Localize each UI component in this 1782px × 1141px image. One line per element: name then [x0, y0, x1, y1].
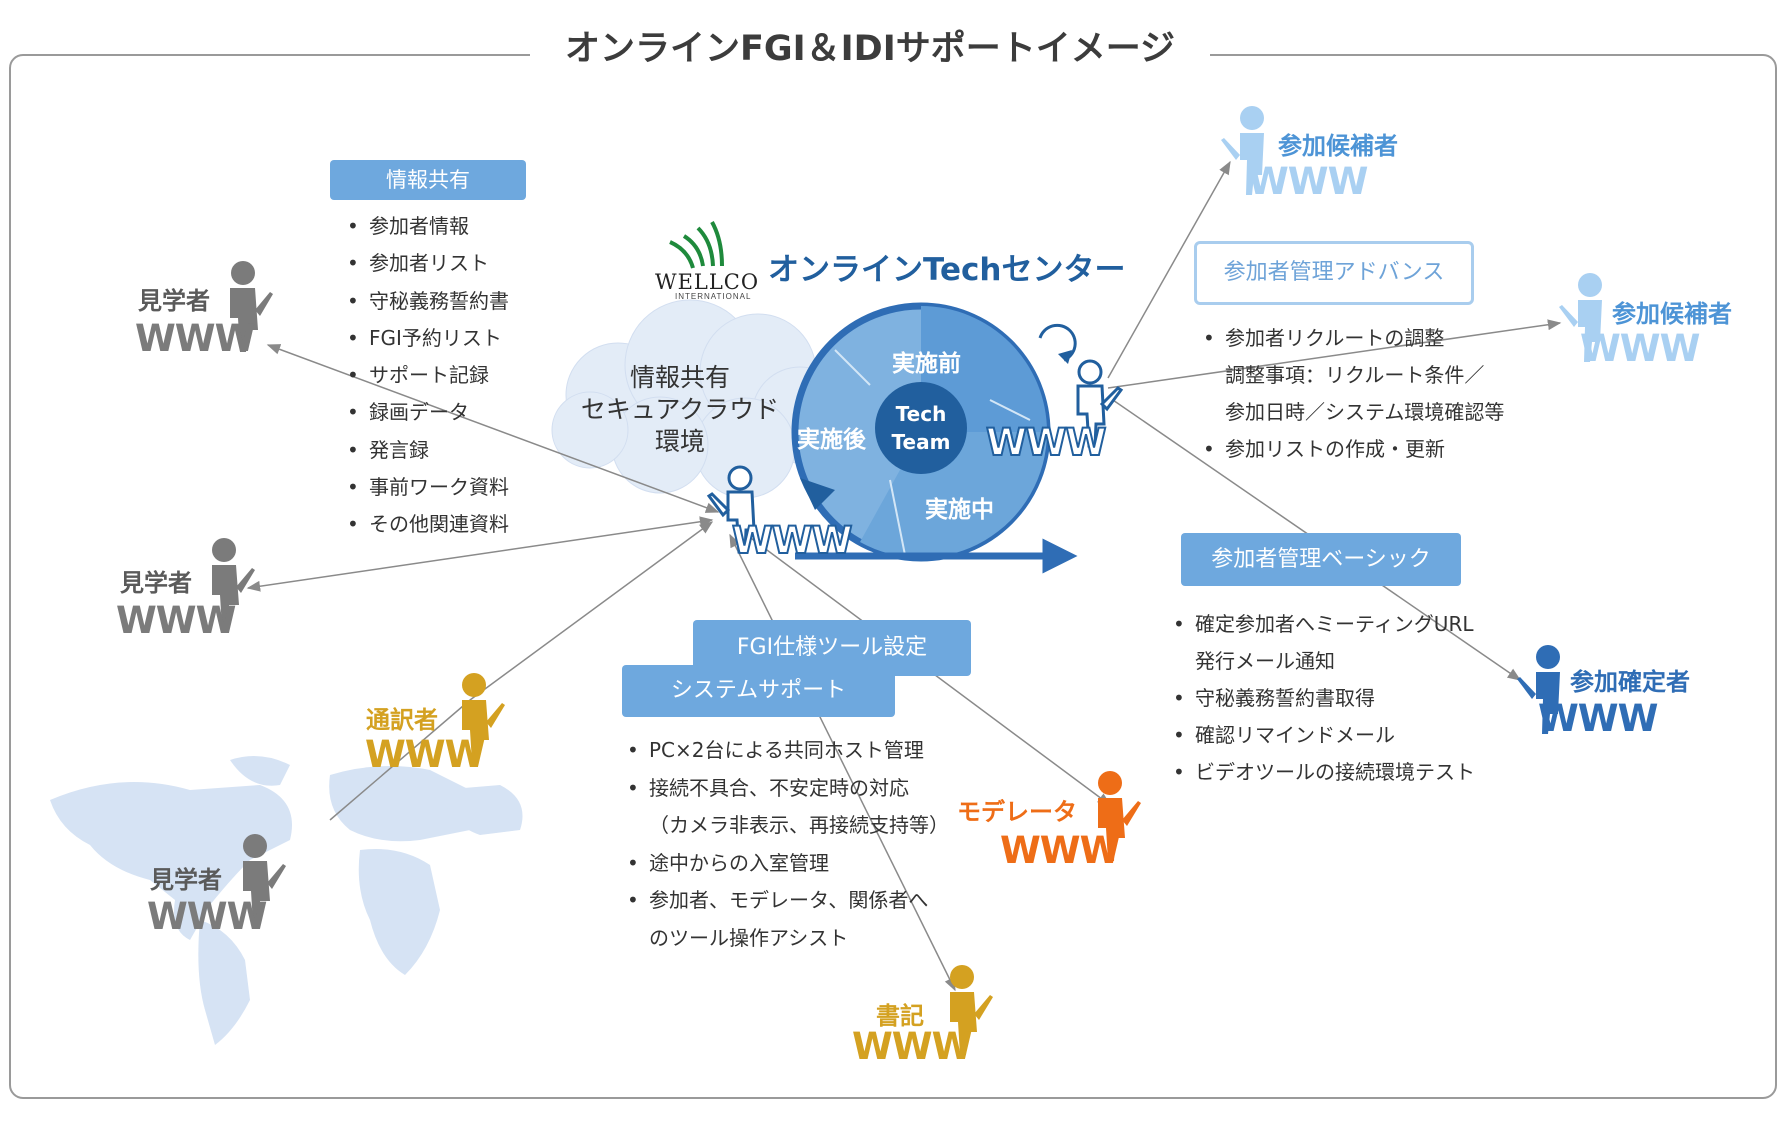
confirmed-person-icon [1517, 645, 1560, 734]
candidate1-www: WWW [1248, 160, 1368, 203]
confirmed-www: WWW [1538, 697, 1658, 740]
list-item: 途中からの入室管理 [627, 845, 949, 883]
candidate2-www: WWW [1580, 327, 1700, 370]
list-item: PC×2台による共同ホスト管理 [627, 732, 949, 770]
observer1-label: 見学者 [138, 287, 210, 315]
scribe-person-icon [950, 965, 993, 1055]
observer3-person-icon [243, 834, 286, 924]
observer2-person-icon [212, 538, 255, 628]
tech-left-www: WWW [731, 519, 853, 562]
basic-tag: 参加者管理ベーシック [1181, 533, 1461, 586]
tech-right-www: WWW [985, 421, 1107, 464]
wellco-logo-subtext: INTERNATIONAL [675, 292, 752, 301]
list-item: 確認リマインドメール [1173, 717, 1475, 754]
list-item: ビデオツールの接続環境テスト [1173, 754, 1475, 791]
scribe-www: WWW [852, 1025, 972, 1068]
observer2-www: WWW [116, 599, 236, 642]
world-map [50, 756, 523, 1045]
basic-list: 確定参加者へミーティングURL発行メール通知守秘義務誓約書取得確認リマインドメー… [1173, 606, 1475, 791]
scribe-label: 書記 [876, 1002, 924, 1030]
moderator-www: WWW [1000, 829, 1120, 872]
observer1-www: WWW [135, 317, 255, 360]
list-item: 参加者情報 [347, 208, 509, 246]
list-item: 発言録 [347, 432, 509, 470]
observer1-person-icon [230, 261, 273, 352]
candidate2-person-icon [1559, 273, 1602, 362]
info-share-list: 参加者情報参加者リスト守秘義務誓約書FGI予約リストサポート記録録画データ発言録… [347, 208, 509, 544]
list-item: 参加リストの作成・更新 [1203, 431, 1504, 468]
list-item: 接続不具合、不安定時の対応（カメラ非表示、再接続支持等） [627, 770, 949, 845]
list-item: 事前ワーク資料 [347, 469, 509, 507]
list-item: 参加者リスト [347, 245, 509, 283]
cycle-circle [791, 302, 1051, 562]
tech-center-title: オンラインTechセンター [768, 252, 1126, 288]
page-title: オンラインFGI＆IDIサポートイメージ [530, 24, 1210, 74]
cloud-label: 情報共有 セキュアクラウド 環境 [580, 363, 780, 456]
candidate2-label: 参加候補者 [1612, 300, 1732, 328]
observer2-label: 見学者 [120, 569, 192, 597]
advanced-tag: 参加者管理アドバンス [1194, 241, 1474, 305]
wellco-logo-mark [669, 221, 724, 269]
interpreter-person-icon [462, 673, 505, 763]
moderator-person-icon [1098, 771, 1141, 861]
interpreter-www: WWW [365, 733, 485, 776]
phase-during: 実施中 [925, 497, 994, 523]
wellco-logo-text: WELLCO [655, 270, 760, 294]
list-item: 守秘義務誓約書取得 [1173, 680, 1475, 717]
list-item: FGI予約リスト [347, 320, 509, 358]
phase-before: 実施前 [892, 351, 961, 377]
confirmed-label: 参加確定者 [1570, 668, 1690, 696]
tech-member-left-icon [706, 465, 756, 554]
interpreter-label: 通訳者 [366, 706, 438, 734]
list-item: 守秘義務誓約書 [347, 283, 509, 321]
system-support-tag: システムサポート [622, 665, 895, 717]
list-item: サポート記録 [347, 357, 509, 395]
observer3-www: WWW [147, 895, 267, 938]
list-item: その他関連資料 [347, 506, 509, 544]
candidate1-person-icon [1221, 106, 1264, 195]
list-item: 録画データ [347, 394, 509, 432]
phase-after: 実施後 [797, 427, 866, 453]
observer3-label: 見学者 [150, 866, 222, 894]
moderator-label: モデレータ [957, 798, 1077, 826]
system-support-list: PC×2台による共同ホスト管理接続不具合、不安定時の対応（カメラ非表示、再接続支… [627, 732, 949, 957]
info-share-tag: 情報共有 [330, 160, 526, 200]
tech-member-right-icon [1076, 359, 1124, 448]
candidate1-label: 参加候補者 [1278, 132, 1398, 160]
tech-team-hub: Tech Team [891, 402, 951, 454]
advanced-list: 参加者リクルートの調整調整事項：リクルート条件／参加日時／システム環境確認等参加… [1203, 320, 1504, 468]
